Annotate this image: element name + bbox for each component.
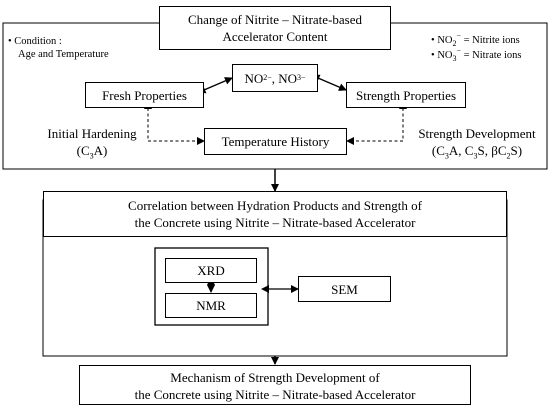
- fresh-properties-box: Fresh Properties: [85, 82, 204, 108]
- sem-label: SEM: [331, 281, 358, 297]
- legend-nitrite: • NO2− = Nitrite ions: [431, 31, 520, 49]
- fresh-properties-label: Fresh Properties: [102, 87, 187, 103]
- arrow-ions-fresh: [197, 77, 233, 94]
- xrd-label: XRD: [197, 263, 225, 278]
- temperature-history-label: Temperature History: [221, 134, 330, 149]
- xrd-box: XRD: [165, 258, 257, 283]
- dashed-fresh-temperature: [144, 101, 205, 145]
- ion-legend: • NO2− = Nitrite ions • NO3− = Nitrate i…: [431, 31, 522, 64]
- initial-hardening-label: Initial Hardening (C3A): [47, 126, 137, 161]
- arrow-ions-strength: [311, 74, 347, 91]
- strength-development-label: Strength Development (C3A, C3S, βC2S): [418, 126, 536, 161]
- strength-properties-label: Strength Properties: [355, 87, 456, 103]
- strength-properties-box: Strength Properties: [346, 82, 466, 108]
- temperature-history-box: Temperature History: [204, 128, 347, 155]
- condition-label: • Condition :: [8, 36, 62, 47]
- correlation-box: Correlation between Hydration Products a…: [43, 191, 507, 237]
- correlation-line-2: the Concrete using Nitrite – Nitrate-bas…: [134, 215, 416, 230]
- mechanism-line-1: Mechanism of Strength Development of: [170, 370, 380, 385]
- condition-note: • Condition : Age and Temperature: [8, 35, 109, 61]
- mechanism-line-2: the Concrete using Nitrite – Nitrate-bas…: [134, 387, 416, 402]
- title-line-1: Change of Nitrite – Nitrate-based: [188, 12, 362, 27]
- sem-box: SEM: [298, 276, 391, 302]
- title-box: Change of Nitrite – Nitrate-based Accele…: [159, 6, 391, 50]
- legend-nitrate: • NO3− = Nitrate ions: [431, 46, 522, 64]
- condition-value: Age and Temperature: [18, 49, 109, 60]
- nmr-box: NMR: [165, 293, 257, 318]
- dashed-strength-temperature: [346, 101, 407, 145]
- title-line-2: Accelerator Content: [222, 29, 328, 44]
- correlation-line-1: Correlation between Hydration Products a…: [128, 198, 422, 213]
- nmr-label: NMR: [196, 298, 226, 313]
- mechanism-box: Mechanism of Strength Development of the…: [79, 365, 471, 405]
